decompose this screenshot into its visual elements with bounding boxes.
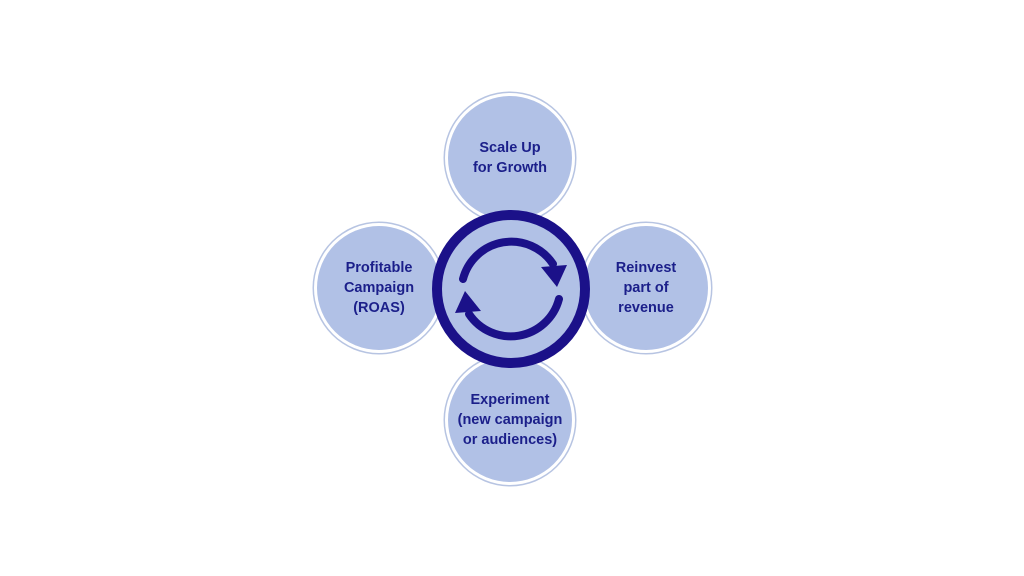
hub-circle (431, 209, 591, 369)
node-scale-up-label: Scale Up for Growth (472, 140, 548, 176)
node-profitable-campaign: Profitable Campaign (ROAS) (317, 226, 441, 350)
node-profitable-campaign-label: Profitable Campaign (ROAS) (343, 260, 415, 316)
node-reinvest-label: Reinvest part of revenue (615, 260, 677, 316)
node-reinvest: Reinvest part of revenue (584, 226, 708, 350)
node-experiment: Experiment (new campaign or audiences) (448, 358, 572, 482)
node-experiment-label: Experiment (new campaign or audiences) (457, 392, 563, 448)
node-scale-up: Scale Up for Growth (448, 96, 572, 220)
refresh-cycle-icon (432, 210, 590, 368)
